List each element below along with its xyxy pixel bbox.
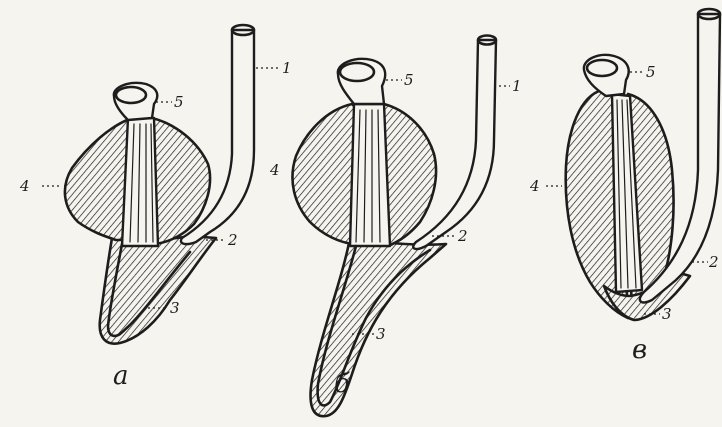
figure-b-label-2: 2 (457, 227, 468, 245)
figure-c-label-5: 5 (646, 63, 656, 81)
figure-b-label-3: 3 (376, 325, 386, 343)
figure-c-label-2: 2 (708, 253, 719, 271)
figure-b: 1 5 4 2 3 б (269, 36, 522, 417)
figure-c-caption: в (632, 335, 647, 365)
figure-a: 1 5 4 2 3 a (19, 25, 292, 391)
figure-a-label-1: 1 (282, 59, 292, 77)
figure-a-lower-sac (100, 236, 216, 344)
figure-c: 5 4 2 3 в (529, 9, 720, 365)
figure-a-label-5: 5 (174, 93, 184, 111)
figure-b-label-4: 4 (269, 161, 280, 179)
figure-a-label-3: 3 (170, 299, 180, 317)
figure-b-caption: б (334, 369, 350, 399)
figure-c-label-3: 3 (662, 305, 672, 323)
figure-b-left-lobe (292, 104, 358, 244)
figure-b-label-5: 5 (404, 71, 414, 89)
figure-c-label-4: 4 (529, 177, 540, 195)
figure-a-caption: a (113, 361, 129, 391)
figure-a-label-2: 2 (227, 231, 238, 249)
figure-a-label-4: 4 (19, 177, 30, 195)
figure-b-label-1: 1 (512, 77, 522, 95)
